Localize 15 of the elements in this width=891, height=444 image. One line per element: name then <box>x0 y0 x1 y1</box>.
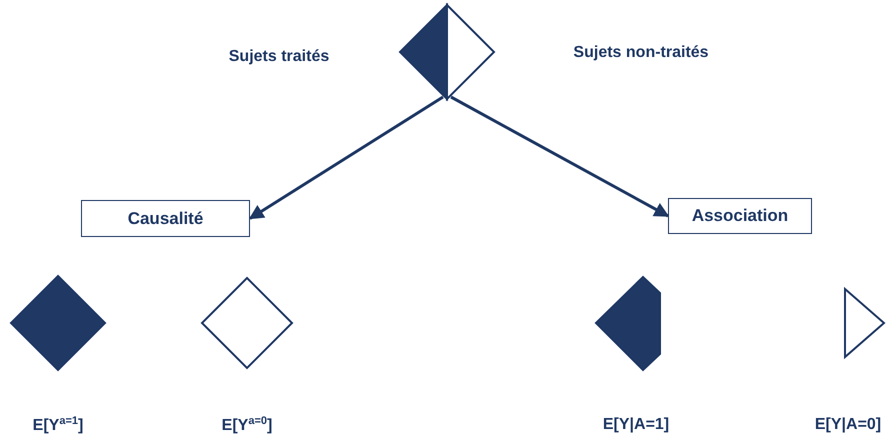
group-label: Sujets non-traités <box>573 44 709 62</box>
outline-diamond <box>201 277 293 369</box>
filled-diamond <box>10 275 106 371</box>
node-label: E[Y$^{a=0}$] <box>222 414 272 436</box>
group-label: Sujets traités <box>228 48 330 66</box>
arrow <box>450 96 670 218</box>
truncated-diamond <box>596 277 660 370</box>
node-label: E[Y$^{a=1}$] <box>32 414 84 436</box>
label-box: Association <box>668 198 812 234</box>
node-label: E[Y|A=1] <box>602 416 670 434</box>
label-box: Causalité <box>81 200 250 237</box>
arrow <box>248 96 444 220</box>
triangle-symbol <box>844 288 885 358</box>
node-label: E[Y|A=0] <box>814 416 882 434</box>
half-filled-diamond <box>399 4 495 100</box>
